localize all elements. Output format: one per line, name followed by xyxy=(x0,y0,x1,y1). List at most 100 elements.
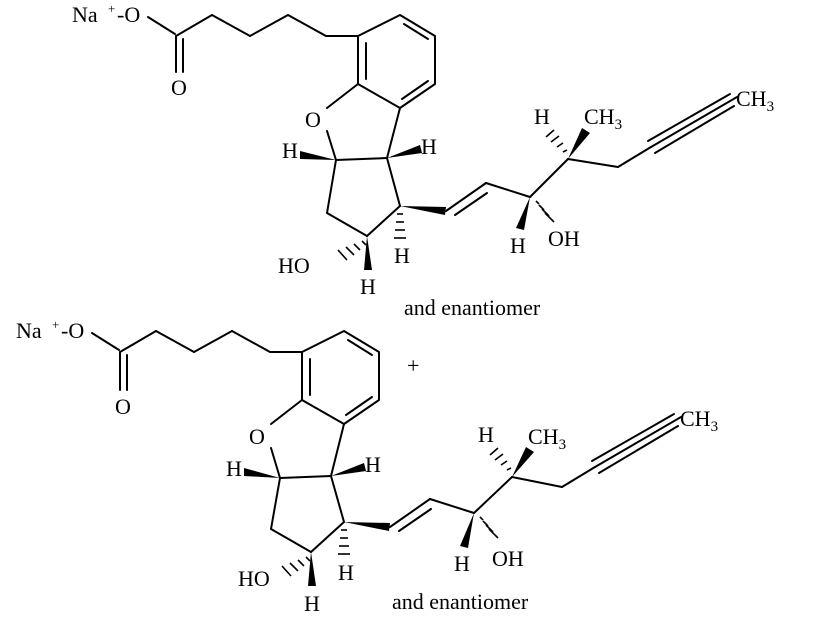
bond xyxy=(647,93,731,142)
bond xyxy=(347,339,373,356)
bond xyxy=(598,425,679,474)
bond xyxy=(345,396,373,416)
h-right-label: H xyxy=(365,452,381,477)
hashed-bond xyxy=(545,129,568,153)
bond xyxy=(591,413,675,462)
bond xyxy=(175,14,213,37)
wedge-bond xyxy=(364,236,372,270)
ch3-end-label: CH3 xyxy=(680,406,718,435)
h-top-chain-label: H xyxy=(478,422,494,447)
benzene-ring xyxy=(357,14,436,109)
bond xyxy=(287,14,327,37)
carbonyl-o-label: O xyxy=(171,75,187,100)
h-right-label: H xyxy=(421,134,437,159)
h-bottom-label: H xyxy=(304,591,320,616)
molecule-1: Na + -O O O H H H CH3 CH3 H HO H H OH an… xyxy=(72,1,774,320)
h-left-label: H xyxy=(226,456,242,481)
hashed-bond xyxy=(394,213,406,239)
wedge-bond xyxy=(516,197,530,230)
bond xyxy=(561,466,596,488)
hashed-bond xyxy=(338,529,350,555)
carbonyl-o-label: O xyxy=(115,394,131,419)
charge-label: + xyxy=(52,317,59,332)
molecule-2: Na + -O O O H H H CH3 CH3 H HO H H OH an… xyxy=(16,317,718,616)
hashed-bond xyxy=(337,240,367,261)
ho-label: HO xyxy=(278,253,310,278)
ring-o-label: O xyxy=(249,424,265,449)
bond xyxy=(326,83,359,109)
oh-label: OH xyxy=(548,226,580,251)
bond xyxy=(473,476,513,514)
bond xyxy=(511,476,563,488)
benzene-ring xyxy=(301,330,380,425)
bond xyxy=(454,192,488,216)
wedge-bond xyxy=(344,522,390,531)
bond xyxy=(398,508,432,532)
bond xyxy=(617,146,652,168)
bond xyxy=(147,16,176,35)
bond xyxy=(403,23,429,40)
bond xyxy=(386,157,401,207)
anion-label: -O xyxy=(61,318,84,343)
wedge-bond xyxy=(568,128,590,159)
bond xyxy=(330,475,345,523)
anion-label: -O xyxy=(117,2,140,27)
caption: and enantiomer xyxy=(392,589,529,614)
h-bottom-label: H xyxy=(360,274,376,299)
bond xyxy=(193,330,233,353)
bond xyxy=(119,330,157,353)
ch3-branch-label: CH3 xyxy=(528,424,566,453)
bond xyxy=(249,14,289,37)
h-ring-down-label: H xyxy=(394,243,410,268)
hashed-bond xyxy=(479,516,499,539)
bond xyxy=(485,182,531,198)
bond xyxy=(594,416,682,468)
ch3-branch-label: CH3 xyxy=(584,104,622,133)
bond xyxy=(310,521,345,553)
bond xyxy=(270,528,312,553)
wedge-bond xyxy=(331,463,366,476)
bond xyxy=(326,130,337,161)
bond xyxy=(326,212,368,237)
bond xyxy=(279,475,332,479)
plus-sign: + xyxy=(407,353,419,378)
na-label: Na xyxy=(16,318,42,343)
bond xyxy=(366,205,401,237)
h-left-label: H xyxy=(282,138,298,163)
caption: and enantiomer xyxy=(404,295,541,320)
bond xyxy=(654,105,735,154)
bond xyxy=(429,498,475,514)
ch3-end-label: CH3 xyxy=(736,86,774,115)
bond xyxy=(386,107,401,159)
wedge-bond xyxy=(244,468,280,478)
bond xyxy=(270,399,303,425)
oh-label: OH xyxy=(492,546,524,571)
na-label: Na xyxy=(72,2,98,27)
h-ring-down-label: H xyxy=(338,560,354,585)
bond xyxy=(330,423,345,477)
hashed-bond xyxy=(281,556,311,577)
wedge-bond xyxy=(308,552,316,586)
bond xyxy=(529,158,569,198)
bond xyxy=(326,159,337,214)
wedge-bond xyxy=(512,447,534,477)
h-chain-bottom-label: H xyxy=(454,551,470,576)
bond xyxy=(389,498,431,528)
bond xyxy=(270,447,281,479)
ring-o-label: O xyxy=(305,107,321,132)
bond xyxy=(231,330,271,353)
bond xyxy=(211,14,251,37)
wedge-bond xyxy=(387,145,422,158)
bond xyxy=(335,157,388,161)
h-top-chain-label: H xyxy=(534,104,550,129)
wedge-bond xyxy=(400,206,446,215)
wedge-bond xyxy=(460,513,474,548)
bond xyxy=(401,80,429,100)
hashed-bond xyxy=(535,200,555,223)
bond xyxy=(270,477,281,530)
hashed-bond xyxy=(489,447,512,471)
charge-label: + xyxy=(108,1,115,16)
h-chain-bottom-label: H xyxy=(510,233,526,258)
wedge-bond xyxy=(300,151,336,160)
